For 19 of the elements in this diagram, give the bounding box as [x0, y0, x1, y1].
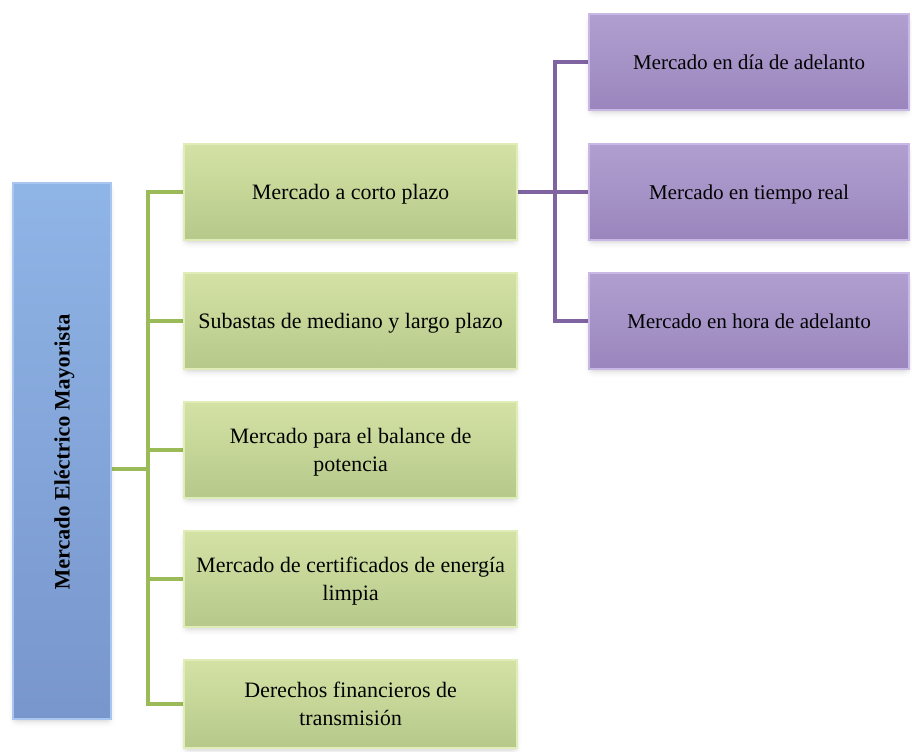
category-box	[183, 401, 518, 499]
category-box	[588, 13, 910, 111]
root-box	[12, 182, 112, 720]
box-label: Mercado para el balance de potencia	[228, 422, 472, 478]
box-label: Mercado de certificados de energía limpia	[195, 551, 506, 607]
box-label: Mercado en hora de adelanto	[626, 308, 872, 335]
category-box	[183, 659, 518, 749]
box-label: Mercado a corto plazo	[250, 178, 450, 206]
box-label: Derechos financieros de transmisión	[243, 676, 458, 732]
box-label: Mercado Eléctrico Mayorista	[48, 313, 76, 589]
box-label: Mercado en día de adelanto	[632, 49, 866, 76]
category-box	[588, 143, 910, 241]
connector-line	[112, 467, 183, 706]
category-box	[183, 143, 518, 241]
category-box	[183, 530, 518, 628]
category-box	[588, 272, 910, 370]
category-box	[183, 272, 518, 370]
box-label: Subastas de mediano y largo plazo	[197, 307, 504, 335]
box-label: Mercado en tiempo real	[648, 179, 850, 206]
